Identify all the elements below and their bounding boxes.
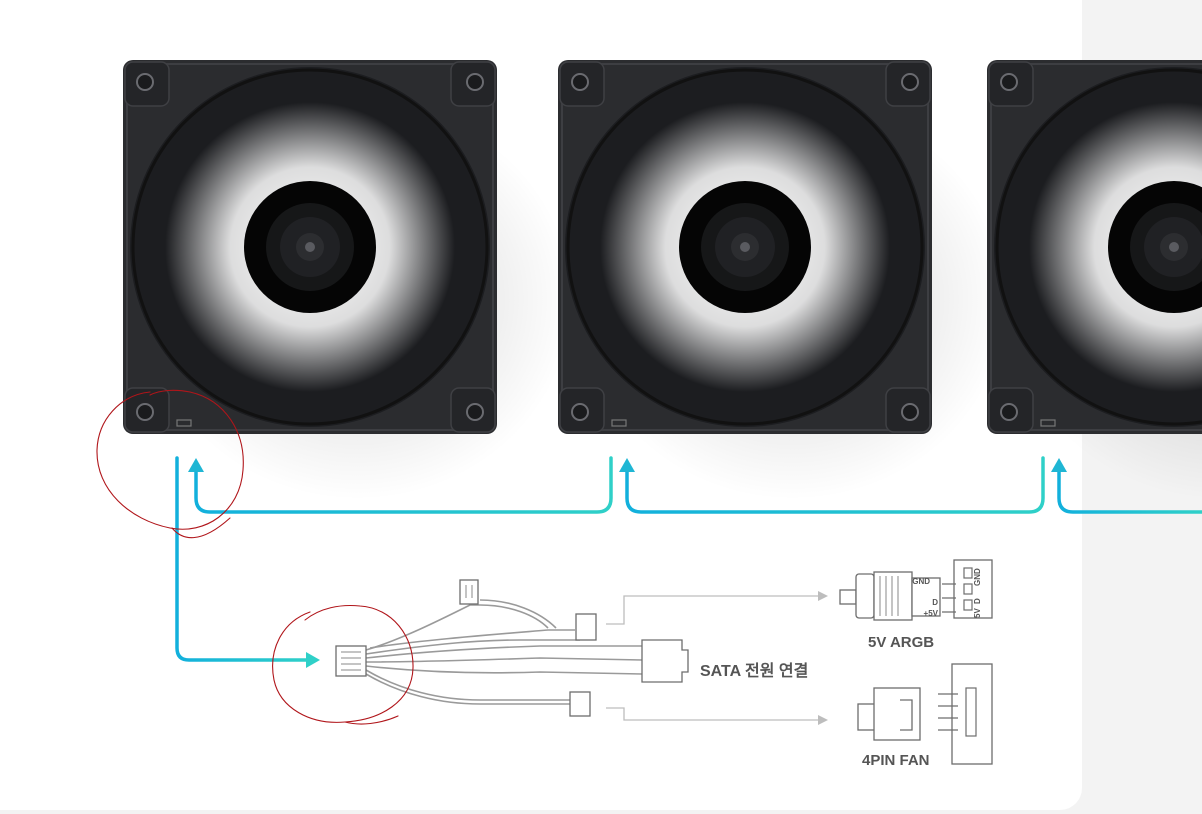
argb-label: 5V ARGB xyxy=(868,634,934,651)
splitter-cable xyxy=(365,599,643,705)
argb-pin-d: D xyxy=(932,598,938,607)
fan-label: 4PIN FAN xyxy=(862,752,930,769)
sata-label: SATA 전원 연결 xyxy=(700,662,808,680)
argb-header-5v: 5V xyxy=(973,608,982,618)
argb-header-d: D xyxy=(973,598,982,604)
fan-1 xyxy=(123,60,573,500)
guide-lines xyxy=(606,595,820,721)
argb-pin-5v: +5V xyxy=(924,609,939,618)
connectors xyxy=(335,579,689,717)
daisy-chain-cables xyxy=(175,456,1202,662)
fan-2 xyxy=(558,60,1008,500)
arrow-heads xyxy=(188,458,1067,668)
argb-header-gnd: GND xyxy=(973,568,982,586)
connector-pins xyxy=(341,585,473,671)
argb-pin-gnd: GND xyxy=(912,577,930,586)
red-annotation-circles xyxy=(96,389,414,725)
fan-3 xyxy=(987,60,1202,500)
